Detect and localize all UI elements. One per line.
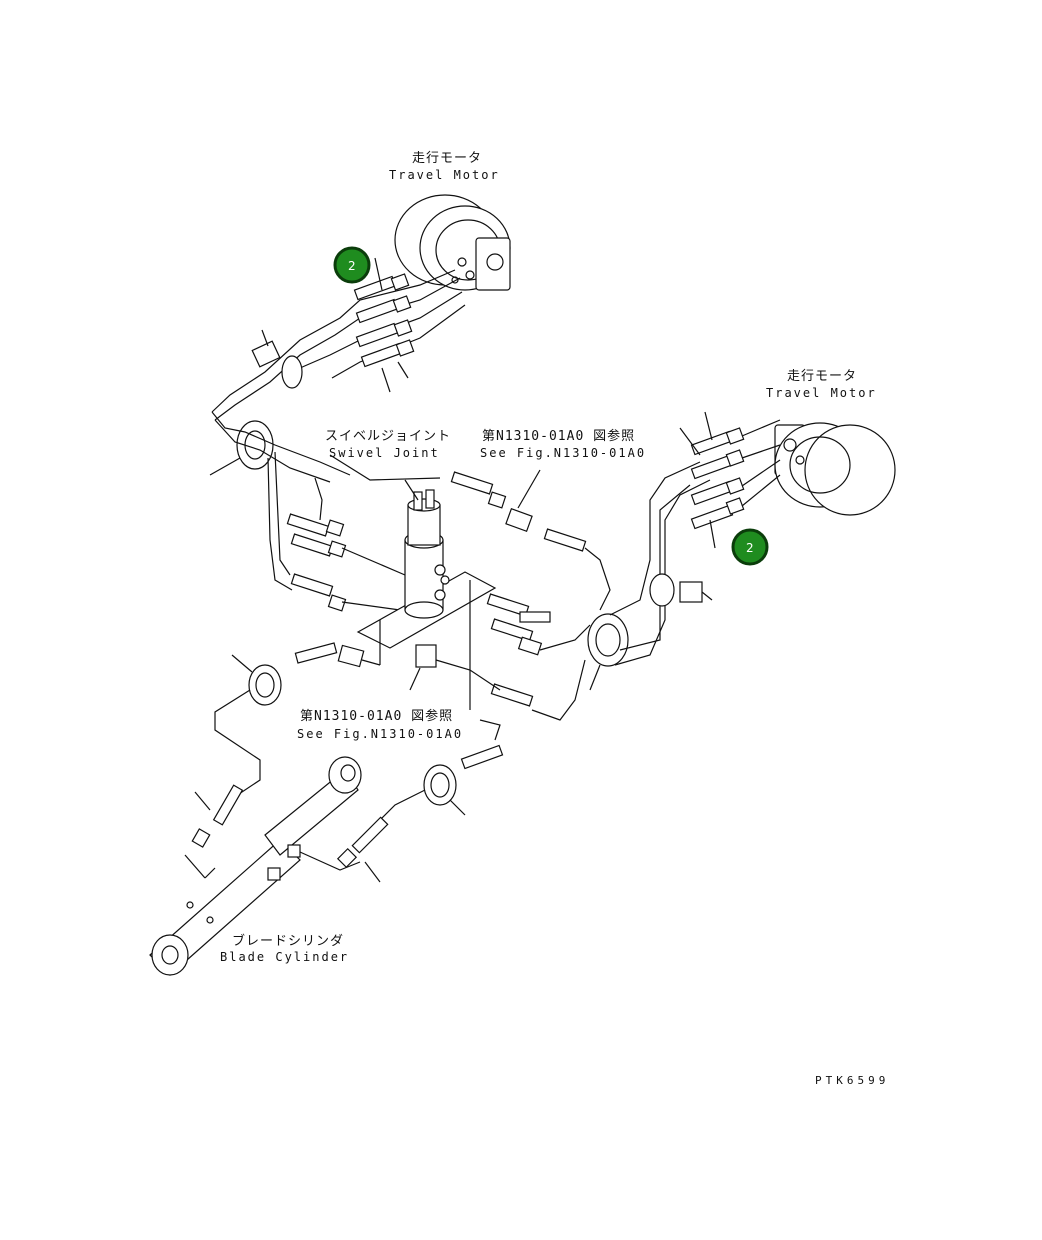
callout-badge-top-left[interactable]: 2: [333, 246, 371, 284]
hoses-top-motor: [211, 257, 466, 421]
callout-number: 2: [348, 259, 356, 273]
label-travel-motor-top-en: Travel Motor: [389, 168, 500, 182]
travel-motor-top: [394, 194, 511, 291]
travel-motor-right: [679, 411, 896, 549]
label-swivel-joint-en: Swivel Joint: [329, 446, 440, 460]
callout-badge-right[interactable]: 2: [731, 528, 769, 566]
label-ref-top-jp: 第N1310-01A0 図参照: [482, 428, 635, 444]
drawing-code: PTK6599: [815, 1074, 889, 1087]
swivel-joint: [356, 479, 497, 710]
center-fittings: [329, 454, 611, 721]
label-ref-bottom-jp: 第N1310-01A0 図参照: [300, 708, 453, 724]
labels: 走行モータ Travel Motor 走行モータ Travel Motor スイ…: [220, 151, 889, 1087]
label-ref-top-en: See Fig.N1310-01A0: [480, 446, 646, 460]
label-blade-cylinder-en: Blade Cylinder: [220, 950, 349, 964]
hose-run-left: [209, 411, 406, 612]
label-blade-cylinder-jp: ブレードシリンダ: [232, 933, 344, 949]
callout-number: 2: [746, 541, 754, 555]
hose-run-right: [587, 461, 713, 691]
label-swivel-joint-jp: スイベルジョイント: [325, 429, 451, 444]
label-ref-bottom-en: See Fig.N1310-01A0: [297, 727, 463, 741]
blade-cylinder-assembly: [149, 642, 504, 976]
label-travel-motor-right-en: Travel Motor: [766, 386, 877, 400]
label-travel-motor-top-jp: 走行モータ: [412, 151, 482, 166]
label-travel-motor-right-jp: 走行モータ: [787, 369, 857, 384]
